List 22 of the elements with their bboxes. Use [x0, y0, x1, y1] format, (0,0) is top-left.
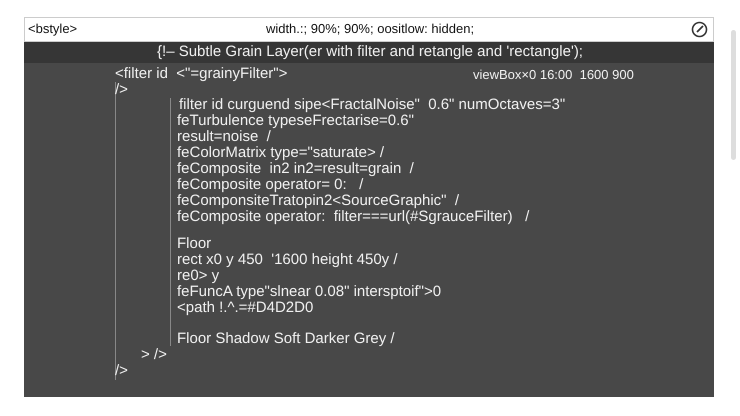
code-line: rect x0 y 450 '1600 height 450y / — [177, 252, 398, 268]
code-line: > /> — [141, 347, 167, 363]
comment-text: {!– Subtle Grain Layer(er with filter and retangle and 'rectangle'); — [157, 43, 583, 60]
code-line: /> — [115, 82, 128, 98]
code-line: feComponsiteTratopin2<SourceGraphic" / — [177, 193, 459, 209]
code-line: feComposite operator= 0: / — [177, 177, 364, 193]
code-line: <filter id <"=grainyFilter"> — [115, 66, 288, 82]
code-line: feComposite operator: filter===url(#SgrauceFilter) / — [177, 209, 530, 225]
code-line: Floor Shadow Soft Darker Grey / — [177, 331, 395, 347]
code-line: <path !.^.=#D4D2D0 — [177, 300, 314, 316]
code-line: feFuncA type"slnear 0.08" intersptoif">0 — [177, 284, 442, 300]
code-line: /> — [115, 363, 128, 379]
code-line: feColorMatrix type="saturate> / — [177, 145, 384, 161]
code-line: re0> y — [177, 268, 220, 284]
code-text: <bstyle> — [28, 21, 78, 37]
code-text: viewBox×0 16:00 1600 900 — [473, 67, 634, 83]
code-line: Floor — [177, 236, 212, 252]
code-line: feTurbulence typeseFrectarise=0.6" — [177, 113, 414, 129]
code-text: width.:; 90%; 90%; oositlow: hidden; — [266, 21, 474, 36]
code-line: feComposite in2 in2=result=grain / — [177, 161, 414, 177]
code-line: filter id curguend sipe<FractalNoise" 0.6" numOctaves=3" — [179, 97, 566, 113]
code-line: result=noise / — [177, 129, 271, 145]
